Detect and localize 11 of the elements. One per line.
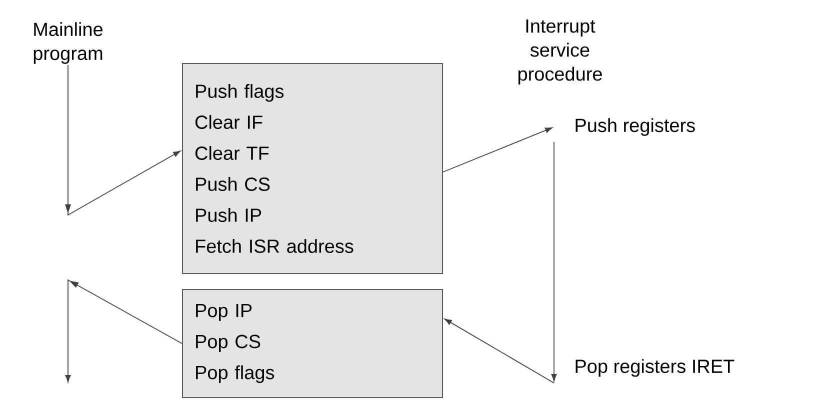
text-label: Mainline program: [34, 22, 103, 64]
heading-label: Interrupt service procedure: [518, 20, 602, 84]
step-label: Push registers: [576, 118, 695, 136]
arrow: [65, 64, 181, 216]
arrow: [551, 142, 557, 382]
arrow: [65, 279, 182, 382]
arrow: [444, 318, 554, 384]
arrow: [442, 127, 553, 172]
process-box: Push flags Clear IF Clear TF Push CS Push IP Fetch ISR address: [182, 63, 443, 274]
step-label: Pop registers IRET: [576, 359, 734, 377]
process-box: Pop IP Pop CS Pop flags: [182, 289, 443, 398]
